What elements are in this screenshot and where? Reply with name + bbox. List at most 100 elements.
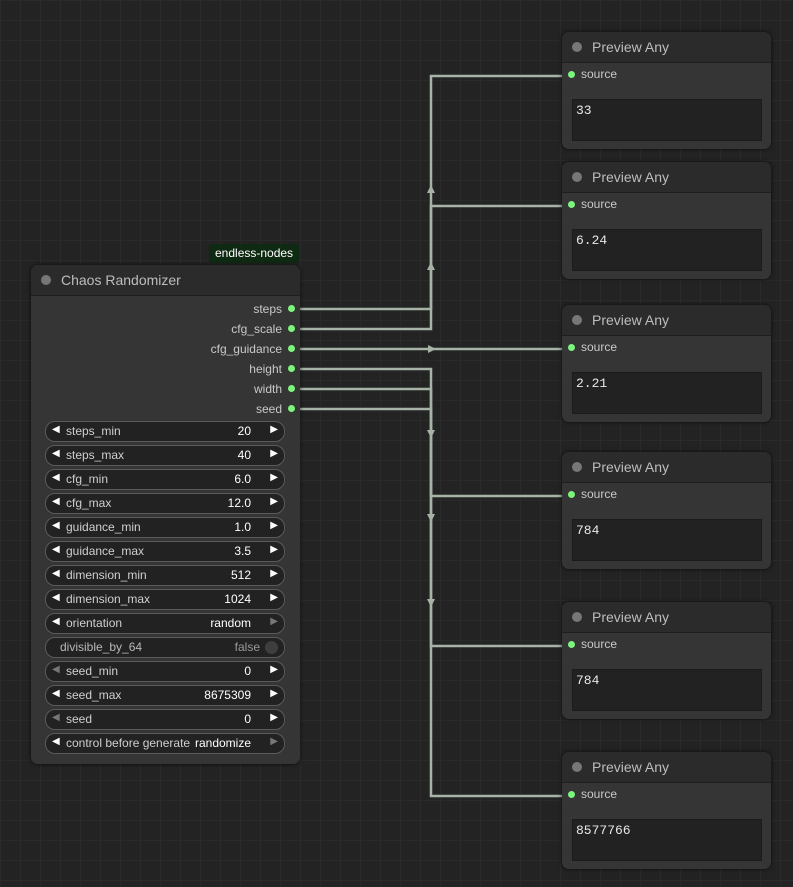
widget-value[interactable]: 1024	[224, 592, 251, 606]
increment-arrow-icon[interactable]: ▶	[270, 520, 278, 531]
preview-text-area[interactable]: 2.21	[572, 372, 762, 414]
increment-arrow-icon[interactable]: ▶	[270, 496, 278, 507]
collapse-dot-icon[interactable]	[572, 42, 582, 52]
next-arrow-icon[interactable]: ▶	[270, 616, 278, 627]
widget-control-before-generate[interactable]: ◀ control before generate randomize ▶	[45, 733, 285, 754]
output-dot-icon[interactable]	[288, 385, 295, 392]
output-slot-width[interactable]: width	[100, 379, 300, 399]
node-title-bar[interactable]: Preview Any	[562, 305, 771, 336]
widget-guidance-min[interactable]: ◀ guidance_min 1.0 ▶	[45, 517, 285, 538]
widget-seed[interactable]: ◀ seed 0 ▶	[45, 709, 285, 730]
preview-any-node-2[interactable]: Preview Any source 6.24	[562, 162, 771, 279]
preview-text-area[interactable]: 8577766	[572, 819, 762, 861]
node-title-bar[interactable]: Preview Any	[562, 162, 771, 193]
widget-value[interactable]: 20	[237, 424, 251, 438]
decrement-arrow-icon[interactable]: ◀	[52, 688, 60, 699]
widget-guidance-max[interactable]: ◀ guidance_max 3.5 ▶	[45, 541, 285, 562]
decrement-arrow-icon[interactable]: ◀	[52, 712, 60, 723]
increment-arrow-icon[interactable]: ▶	[270, 712, 278, 723]
previous-arrow-icon[interactable]: ◀	[52, 616, 60, 627]
chaos-randomizer-node[interactable]: Chaos Randomizer steps cfg_scale cfg_gui…	[31, 265, 300, 764]
input-dot-icon[interactable]	[568, 641, 575, 648]
decrement-arrow-icon[interactable]: ◀	[52, 520, 60, 531]
widget-value[interactable]: randomize	[194, 736, 251, 750]
node-title-bar[interactable]: Chaos Randomizer	[31, 265, 300, 296]
preview-any-node-3[interactable]: Preview Any source 2.21	[562, 305, 771, 422]
widget-value[interactable]: 3.5	[234, 544, 251, 558]
decrement-arrow-icon[interactable]: ◀	[52, 472, 60, 483]
node-title-bar[interactable]: Preview Any	[562, 602, 771, 633]
node-title-bar[interactable]: Preview Any	[562, 32, 771, 63]
widget-divisible-by-64-toggle[interactable]: divisible_by_64 false	[45, 637, 285, 658]
input-slot-source[interactable]: source	[562, 194, 762, 214]
collapse-dot-icon[interactable]	[572, 315, 582, 325]
decrement-arrow-icon[interactable]: ◀	[52, 568, 60, 579]
widget-value[interactable]: random	[210, 616, 251, 630]
preview-text-area[interactable]: 784	[572, 669, 762, 711]
widget-value[interactable]: 1.0	[234, 520, 251, 534]
widget-steps-max[interactable]: ◀ steps_max 40 ▶	[45, 445, 285, 466]
input-slot-source[interactable]: source	[562, 784, 762, 804]
collapse-dot-icon[interactable]	[572, 462, 582, 472]
input-dot-icon[interactable]	[568, 201, 575, 208]
widget-dimension-max[interactable]: ◀ dimension_max 1024 ▶	[45, 589, 285, 610]
preview-any-node-4[interactable]: Preview Any source 784	[562, 452, 771, 569]
widget-value[interactable]: 12.0	[227, 496, 251, 510]
input-dot-icon[interactable]	[568, 344, 575, 351]
widget-value[interactable]: 512	[230, 568, 251, 582]
widget-cfg-min[interactable]: ◀ cfg_min 6.0 ▶	[45, 469, 285, 490]
output-dot-icon[interactable]	[288, 405, 295, 412]
node-title-bar[interactable]: Preview Any	[562, 752, 771, 783]
output-slot-height[interactable]: height	[100, 359, 300, 379]
increment-arrow-icon[interactable]: ▶	[270, 592, 278, 603]
decrement-arrow-icon[interactable]: ◀	[52, 448, 60, 459]
collapse-dot-icon[interactable]	[41, 275, 51, 285]
increment-arrow-icon[interactable]: ▶	[270, 472, 278, 483]
input-dot-icon[interactable]	[568, 491, 575, 498]
widget-seed-min[interactable]: ◀ seed_min 0 ▶	[45, 661, 285, 682]
output-dot-icon[interactable]	[288, 365, 295, 372]
input-slot-source[interactable]: source	[562, 634, 762, 654]
next-arrow-icon[interactable]: ▶	[270, 736, 278, 747]
decrement-arrow-icon[interactable]: ◀	[52, 424, 60, 435]
output-dot-icon[interactable]	[288, 305, 295, 312]
input-slot-source[interactable]: source	[562, 337, 762, 357]
widget-orientation-combo[interactable]: ◀ orientation random ▶	[45, 613, 285, 634]
input-dot-icon[interactable]	[568, 71, 575, 78]
output-slot-cfg-scale[interactable]: cfg_scale	[100, 319, 300, 339]
preview-text-area[interactable]: 33	[572, 99, 762, 141]
decrement-arrow-icon[interactable]: ◀	[52, 544, 60, 555]
widget-value[interactable]: 40	[237, 448, 251, 462]
decrement-arrow-icon[interactable]: ◀	[52, 592, 60, 603]
node-title-bar[interactable]: Preview Any	[562, 452, 771, 483]
collapse-dot-icon[interactable]	[572, 172, 582, 182]
decrement-arrow-icon[interactable]: ◀	[52, 496, 60, 507]
widget-value[interactable]: 0	[244, 664, 251, 678]
preview-any-node-6[interactable]: Preview Any source 8577766	[562, 752, 771, 869]
increment-arrow-icon[interactable]: ▶	[270, 568, 278, 579]
widget-seed-max[interactable]: ◀ seed_max 8675309 ▶	[45, 685, 285, 706]
collapse-dot-icon[interactable]	[572, 612, 582, 622]
increment-arrow-icon[interactable]: ▶	[270, 544, 278, 555]
widget-value[interactable]: 0	[244, 712, 251, 726]
widget-steps-min[interactable]: ◀ steps_min 20 ▶	[45, 421, 285, 442]
widget-cfg-max[interactable]: ◀ cfg_max 12.0 ▶	[45, 493, 285, 514]
widget-dimension-min[interactable]: ◀ dimension_min 512 ▶	[45, 565, 285, 586]
input-dot-icon[interactable]	[568, 791, 575, 798]
decrement-arrow-icon[interactable]: ◀	[52, 664, 60, 675]
widget-value[interactable]: 8675309	[204, 688, 251, 702]
input-slot-source[interactable]: source	[562, 484, 762, 504]
preview-any-node-1[interactable]: Preview Any source 33	[562, 32, 771, 149]
input-slot-source[interactable]: source	[562, 64, 762, 84]
toggle-knob-icon[interactable]	[265, 641, 278, 654]
increment-arrow-icon[interactable]: ▶	[270, 448, 278, 459]
increment-arrow-icon[interactable]: ▶	[270, 424, 278, 435]
widget-value[interactable]: 6.0	[234, 472, 251, 486]
collapse-dot-icon[interactable]	[572, 762, 582, 772]
preview-text-area[interactable]: 6.24	[572, 229, 762, 271]
increment-arrow-icon[interactable]: ▶	[270, 664, 278, 675]
output-slot-cfg-guidance[interactable]: cfg_guidance	[100, 339, 300, 359]
preview-any-node-5[interactable]: Preview Any source 784	[562, 602, 771, 719]
preview-text-area[interactable]: 784	[572, 519, 762, 561]
output-slot-steps[interactable]: steps	[100, 299, 300, 319]
